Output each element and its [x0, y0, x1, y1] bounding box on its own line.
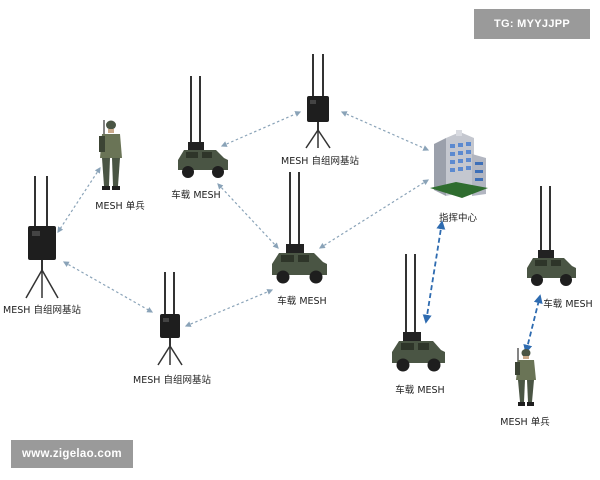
military-vehicle-icon — [392, 254, 445, 372]
link-bottom-base-to-center-vehicle — [184, 289, 274, 327]
link-soldier-to-right-vehicle — [523, 294, 543, 354]
label-vehicle-top-left: 车载 MESH — [171, 190, 221, 201]
link-command-to-bottom-vehicle — [422, 220, 446, 324]
link-top-base-to-command — [340, 111, 430, 151]
mesh-base-station-icon — [305, 54, 331, 149]
military-vehicle-icon — [272, 172, 327, 284]
soldier-icon — [515, 348, 536, 406]
mesh-base-station-icon — [157, 272, 183, 366]
link-left-base-to-bottom-base — [62, 261, 154, 313]
soldier-icon — [99, 120, 122, 190]
label-command-center: 指挥中心 — [438, 213, 478, 224]
link-vehicle-to-top-base — [220, 111, 302, 147]
command-center-building-icon — [430, 130, 488, 198]
military-vehicle-icon — [178, 76, 228, 178]
label-vehicle-bottom: 车载 MESH — [395, 385, 445, 396]
link-center-vehicle-to-command — [318, 179, 430, 249]
watermark-top: TG: MYYJJPP — [474, 9, 590, 39]
label-top-base-station: MESH 自组网基站 — [281, 156, 359, 167]
label-soldier-right: MESH 单兵 — [500, 417, 550, 428]
label-vehicle-right: 车载 MESH — [543, 299, 593, 310]
military-vehicle-icon — [527, 186, 576, 286]
watermark-bottom: www.zigelao.com — [11, 440, 133, 468]
label-soldier-left: MESH 单兵 — [95, 201, 145, 212]
label-bottom-base-station: MESH 自组网基站 — [133, 375, 211, 386]
label-left-base-station: MESH 自组网基站 — [3, 305, 81, 316]
mesh-base-station-icon — [25, 176, 59, 299]
label-vehicle-center: 车载 MESH — [277, 296, 327, 307]
